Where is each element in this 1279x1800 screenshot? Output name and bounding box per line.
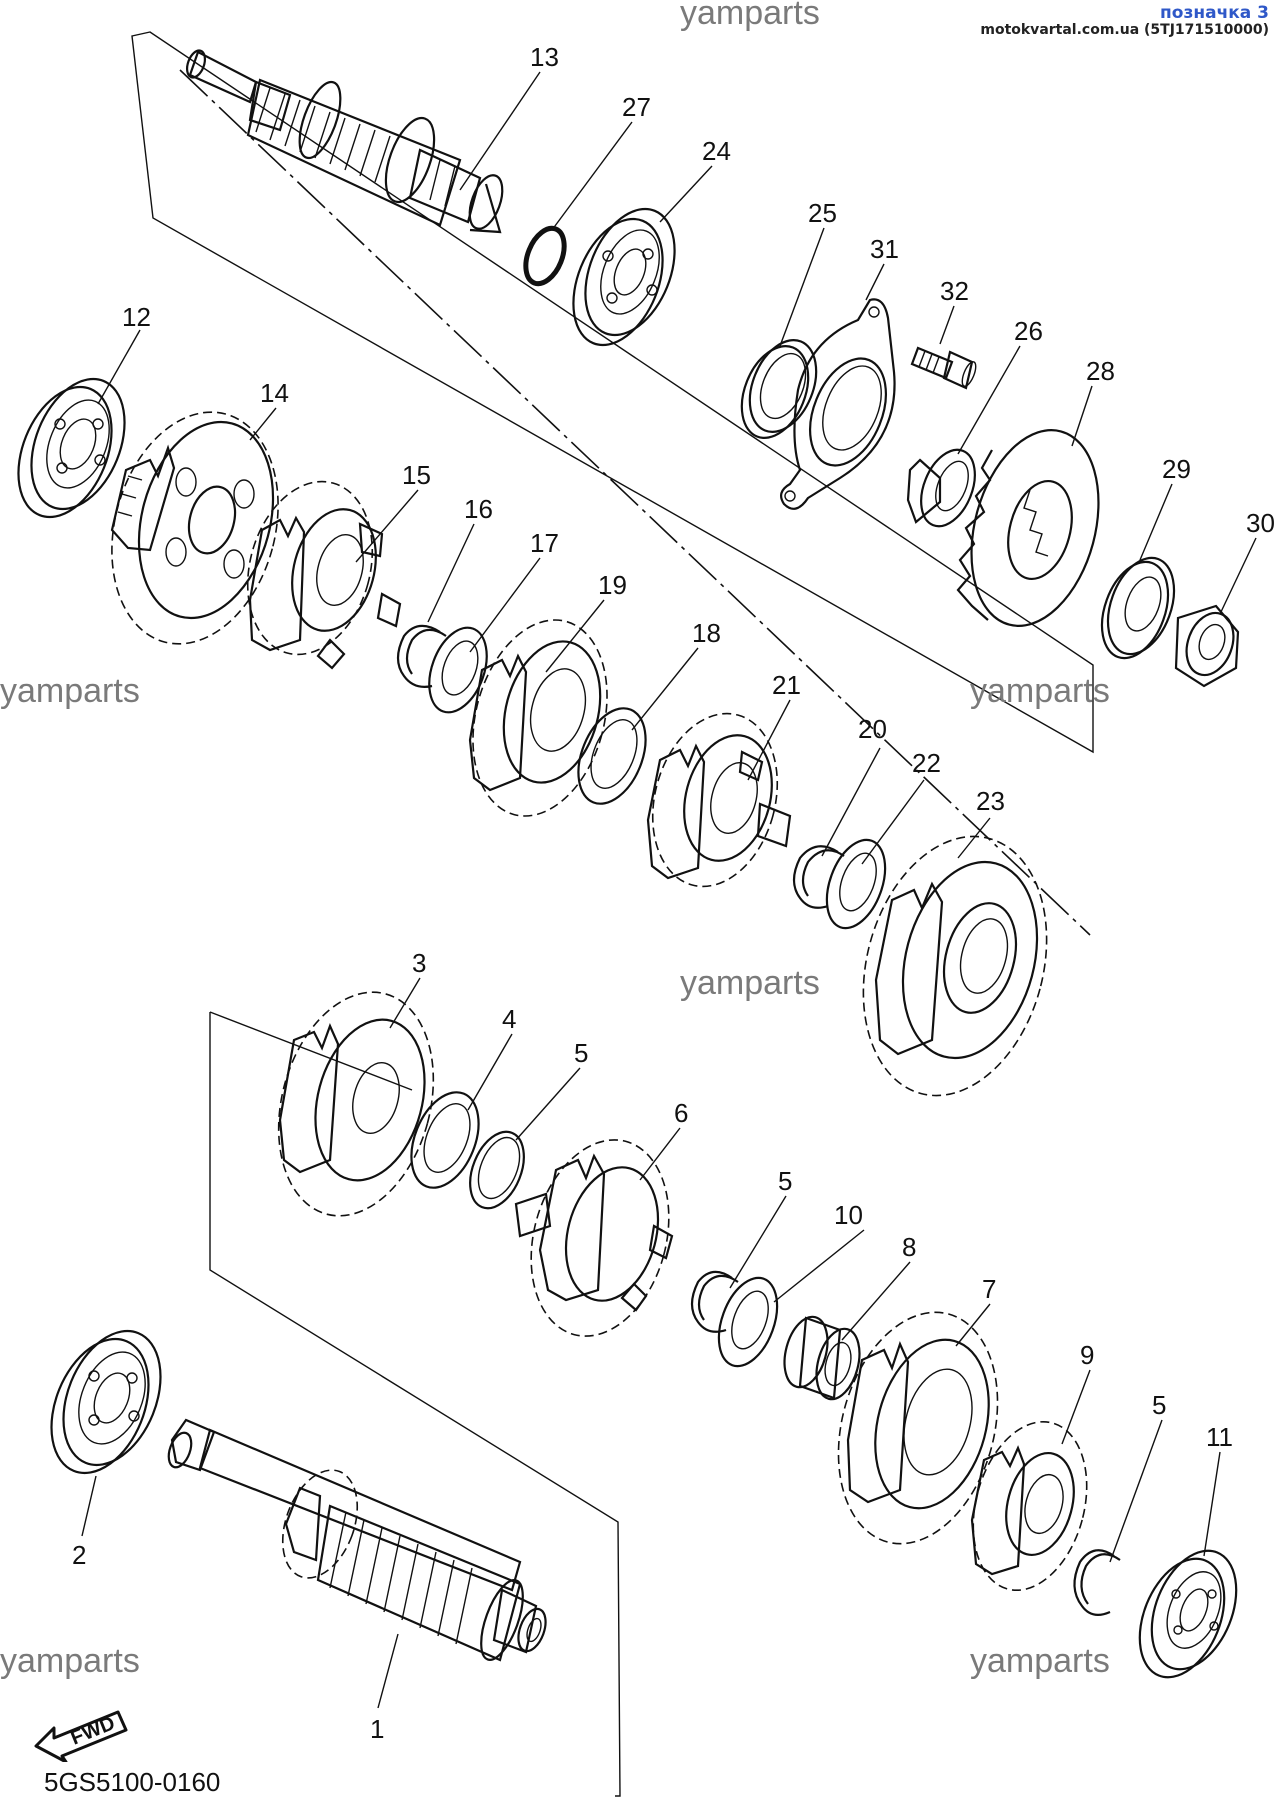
part-13-main-axle: [185, 49, 504, 234]
watermark: yamparts: [680, 964, 820, 1002]
part-16-circlip: [396, 624, 447, 688]
callout-numbers: 13 27 24 25 31 32 26 28 29 30 12 14 15 1…: [72, 42, 1275, 1744]
callout-5b: 5: [778, 1166, 792, 1196]
part-27-o-ring: [523, 225, 567, 287]
part-17-toothed-washer: [428, 626, 488, 714]
callout-22: 22: [912, 748, 941, 778]
callout-27: 27: [622, 92, 651, 122]
callout-14: 14: [260, 378, 289, 408]
watermark: yamparts: [0, 1642, 140, 1680]
callout-32: 32: [940, 276, 969, 306]
callout-3: 3: [412, 948, 426, 978]
diagram-code: 5GS5100-0160: [44, 1767, 221, 1797]
callout-24: 24: [702, 136, 731, 166]
callout-31: 31: [870, 234, 899, 264]
callout-11: 11: [1206, 1422, 1233, 1452]
callout-20: 20: [858, 714, 887, 744]
callout-8: 8: [902, 1232, 916, 1262]
callout-30: 30: [1246, 508, 1275, 538]
callout-19: 19: [598, 570, 627, 600]
part-7-gear: [837, 1311, 999, 1545]
part-30-nut: [1174, 604, 1240, 688]
part-24-bearing: [572, 207, 676, 347]
callout-25: 25: [808, 198, 837, 228]
part-26-collar: [906, 448, 976, 528]
part-28-drive-sprocket: [956, 429, 1100, 627]
watermark: yamparts: [680, 0, 820, 32]
callout-9: 9: [1080, 1340, 1094, 1370]
part-3-gear: [277, 991, 435, 1217]
part-5-circlip-1: [469, 1130, 525, 1210]
callout-23: 23: [976, 786, 1005, 816]
callout-10: 10: [834, 1200, 863, 1230]
badge-title: позначка 3: [1160, 3, 1269, 23]
part-22-toothed-washer: [825, 838, 887, 930]
leader-lines: [81, 71, 1257, 1709]
callout-28: 28: [1086, 356, 1115, 386]
badge-subtitle: motokvartal.com.ua (5TJ171510000): [980, 21, 1269, 38]
part-9-gear: [970, 1420, 1088, 1592]
drive-axle-assembly: [209, 1011, 621, 1797]
source-badge: позначка 3 motokvartal.com.ua (5TJ171510…: [980, 4, 1269, 38]
part-10-toothed-washer: [717, 1276, 779, 1368]
callout-26: 26: [1014, 316, 1043, 346]
callout-5a: 5: [574, 1038, 588, 1068]
part-31-retainer-plate: [779, 298, 896, 510]
callout-5c: 5: [1152, 1390, 1166, 1420]
callout-21: 21: [772, 670, 801, 700]
watermark: yamparts: [0, 672, 140, 710]
part-5-circlip-2: [690, 1270, 739, 1333]
callout-18: 18: [692, 618, 721, 648]
watermark: yamparts: [970, 672, 1110, 710]
callout-17: 17: [530, 528, 559, 558]
fwd-arrow-icon: FWD: [34, 1710, 128, 1762]
part-15-gear: [246, 480, 402, 670]
callout-7: 7: [982, 1274, 996, 1304]
part-21-gear: [646, 712, 792, 888]
main-axle-assembly: [131, 31, 1094, 936]
part-14-gear: [110, 411, 279, 645]
callout-29: 29: [1162, 454, 1191, 484]
callout-16: 16: [464, 494, 493, 524]
part-23-gear: [862, 835, 1048, 1097]
part-29-lock-washer: [1100, 556, 1176, 660]
callout-13: 13: [530, 42, 559, 72]
callout-2: 2: [72, 1540, 86, 1570]
part-12-bearing: [17, 377, 126, 519]
part-20-circlip: [792, 845, 845, 909]
part-1-drive-axle: [167, 1418, 547, 1662]
part-8-bearing-collar: [783, 1315, 861, 1401]
watermark: yamparts: [970, 1642, 1110, 1680]
callout-1: 1: [370, 1714, 384, 1744]
callout-12: 12: [122, 302, 151, 332]
part-25-oil-seal: [740, 338, 818, 440]
part-5-circlip-3: [1073, 1549, 1121, 1617]
part-18-washer: [577, 707, 647, 805]
part-11-bearing: [1138, 1549, 1238, 1679]
callout-6: 6: [674, 1098, 688, 1128]
callout-15: 15: [402, 460, 431, 490]
part-6-gear: [514, 1139, 674, 1337]
part-4-washer: [410, 1091, 480, 1189]
callout-4: 4: [502, 1004, 516, 1034]
part-2-bearing: [50, 1329, 162, 1475]
part-32-bolt: [910, 346, 977, 390]
